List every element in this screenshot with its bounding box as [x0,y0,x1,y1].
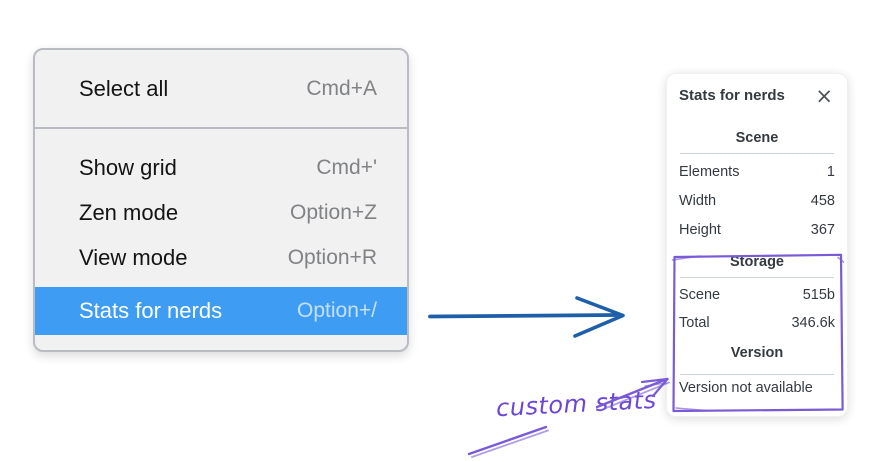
stat-label: Elements [679,164,740,180]
stat-label: Total [679,314,710,331]
stat-value: 515b [802,287,835,303]
menu-item-select-all[interactable]: Select all Cmd+A [35,58,407,120]
menu-item-label: Stats for nerds [79,298,223,323]
menu-item-label: Show grid [79,154,177,180]
stat-row-elements: Elements 1 [679,158,835,187]
stat-label: Height [679,222,721,238]
menu-item-shortcut: Cmd+A [306,77,377,100]
stats-panel-title: Stats for nerds [679,87,785,104]
stat-row-scene-storage: Scene 515b [679,282,835,310]
divider [680,153,834,154]
stat-value: 1 [826,164,835,180]
stat-row-total-storage: Total 346.6k [679,310,835,338]
stat-row-height: Height 367 [679,216,835,245]
divider [680,277,834,278]
menu-item-show-grid[interactable]: Show grid Cmd+' [35,145,407,190]
section-heading-storage: Storage [730,254,784,270]
close-icon[interactable]: × [815,83,833,108]
divider [680,374,834,375]
stats-panel-header: Stats for nerds × [679,83,835,108]
stat-row-width: Width 458 [679,187,835,216]
stat-value: 458 [810,193,835,209]
stats-panel: Stats for nerds × Scene Elements 1 Width… [666,73,848,417]
stat-value: 346.6k [791,314,835,331]
menu-item-shortcut: Option+R [287,245,377,269]
version-note: Version not available [679,380,813,396]
menu-item-label: Zen mode [79,199,179,225]
menu-item-shortcut: Cmd+' [316,155,377,179]
section-heading-scene: Scene [735,130,779,146]
menu-item-zen-mode[interactable]: Zen mode Option+Z [35,190,407,235]
arrow-menu-to-panel [428,296,625,338]
annotation-custom-stats: custom stats [495,385,658,423]
section-heading-version: Version [730,345,784,361]
menu-item-stats-for-nerds[interactable]: Stats for nerds Option+/ [35,287,407,335]
menu-separator [35,127,407,129]
menu-item-shortcut: Option+Z [290,200,377,224]
stat-label: Width [679,193,717,209]
menu-item-label: Select all [79,76,169,101]
stat-value: 367 [810,222,835,238]
menu-item-shortcut: Option+/ [297,299,377,322]
context-menu: Select all Cmd+A Show grid Cmd+' Zen mod… [33,48,409,352]
menu-item-label: View mode [79,244,188,270]
stat-label: Scene [679,287,721,303]
menu-item-view-mode[interactable]: View mode Option+R [35,235,407,280]
